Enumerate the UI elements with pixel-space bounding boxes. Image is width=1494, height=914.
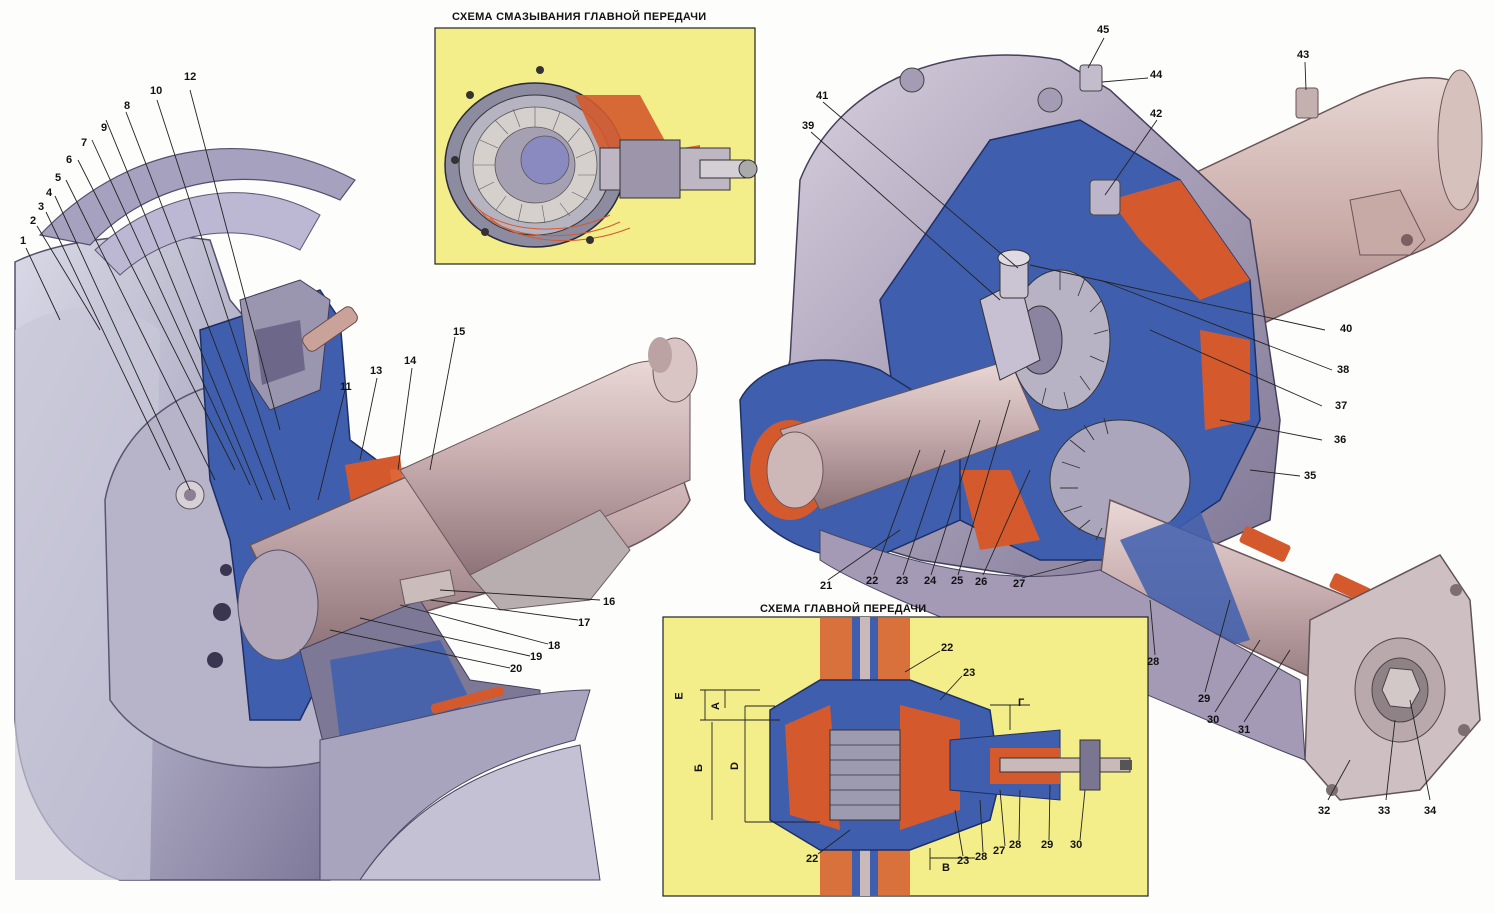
- dimension-d: D: [728, 762, 741, 770]
- callout-1: 1: [20, 235, 27, 247]
- callout-8: 8: [124, 100, 131, 112]
- callout-24: 24: [924, 575, 937, 587]
- inset-callout-27: 27: [993, 845, 1006, 857]
- callout-15: 15: [453, 326, 466, 338]
- callout-26: 26: [975, 576, 988, 588]
- gear-teeth: [474, 107, 596, 224]
- callout-5: 5: [55, 172, 62, 184]
- left-hub-assembly: [14, 147, 698, 881]
- inset-callout-28-b: 28: [1009, 839, 1022, 851]
- lubrication-inset: [434, 27, 758, 265]
- callout-20: 20: [510, 663, 523, 675]
- callout-3: 3: [38, 201, 45, 213]
- inset-callout-29: 29: [1041, 839, 1054, 851]
- callout-28: 28: [1147, 656, 1160, 668]
- inset-callout-23-top: 23: [963, 667, 976, 679]
- callout-22: 22: [866, 575, 879, 587]
- left-leader-lines: [25, 89, 601, 669]
- callout-32: 32: [1318, 805, 1331, 817]
- callout-41: 41: [816, 90, 829, 102]
- inset-callout-22-top: 22: [941, 642, 954, 654]
- callout-12: 12: [184, 71, 197, 83]
- callout-42: 42: [1150, 108, 1163, 120]
- callout-13: 13: [370, 365, 383, 377]
- callout-37: 37: [1335, 400, 1348, 412]
- inset-callout-22-bottom: 22: [806, 853, 819, 865]
- inset-callout-28-a: 28: [975, 851, 988, 863]
- callout-34: 34: [1424, 805, 1437, 817]
- inset-callout-30: 30: [1070, 839, 1083, 851]
- callout-27: 27: [1013, 578, 1026, 590]
- callout-7: 7: [81, 137, 88, 149]
- callout-44: 44: [1150, 69, 1163, 81]
- bevel-gears: [979, 249, 1111, 411]
- callout-31: 31: [1238, 724, 1251, 736]
- callout-14: 14: [404, 355, 417, 367]
- callout-11: 11: [340, 381, 352, 393]
- dimension-a: А: [709, 702, 722, 710]
- dimension-g: Г: [1018, 697, 1025, 709]
- callout-6: 6: [66, 154, 73, 166]
- callout-38: 38: [1337, 364, 1350, 376]
- dimension-v: В: [942, 862, 950, 874]
- callout-16: 16: [603, 596, 616, 608]
- callout-25: 25: [951, 575, 964, 587]
- callout-2: 2: [30, 215, 37, 227]
- ring-gear: [1049, 417, 1191, 541]
- callout-33: 33: [1378, 805, 1391, 817]
- callout-35: 35: [1304, 470, 1317, 482]
- lubrication-scheme-title: СХЕМА СМАЗЫВАНИЯ ГЛАВНОЙ ПЕРЕДАЧИ: [452, 11, 707, 23]
- inset-callout-23-bottom: 23: [957, 855, 970, 867]
- callout-40: 40: [1340, 323, 1353, 335]
- dimension-b: Б: [692, 764, 705, 772]
- callout-43: 43: [1297, 49, 1310, 61]
- gear-scheme-inset: [662, 616, 1149, 897]
- callout-39: 39: [802, 120, 815, 132]
- callout-9: 9: [101, 122, 108, 134]
- right-leader-lines: [810, 37, 1431, 801]
- differential-assembly: [739, 54, 1483, 801]
- callout-10: 10: [150, 85, 163, 97]
- callout-23: 23: [896, 575, 909, 587]
- callout-30: 30: [1207, 714, 1220, 726]
- callout-17: 17: [578, 617, 591, 629]
- callout-45: 45: [1097, 24, 1110, 36]
- callout-4: 4: [46, 187, 53, 199]
- callout-19: 19: [530, 651, 543, 663]
- callout-29: 29: [1198, 693, 1211, 705]
- callout-18: 18: [548, 640, 561, 652]
- callout-21: 21: [820, 580, 833, 592]
- callout-36: 36: [1334, 434, 1347, 446]
- gear-scheme-title: СХЕМА ГЛАВНОЙ ПЕРЕДАЧИ: [760, 603, 927, 615]
- dimension-e: Е: [673, 692, 686, 700]
